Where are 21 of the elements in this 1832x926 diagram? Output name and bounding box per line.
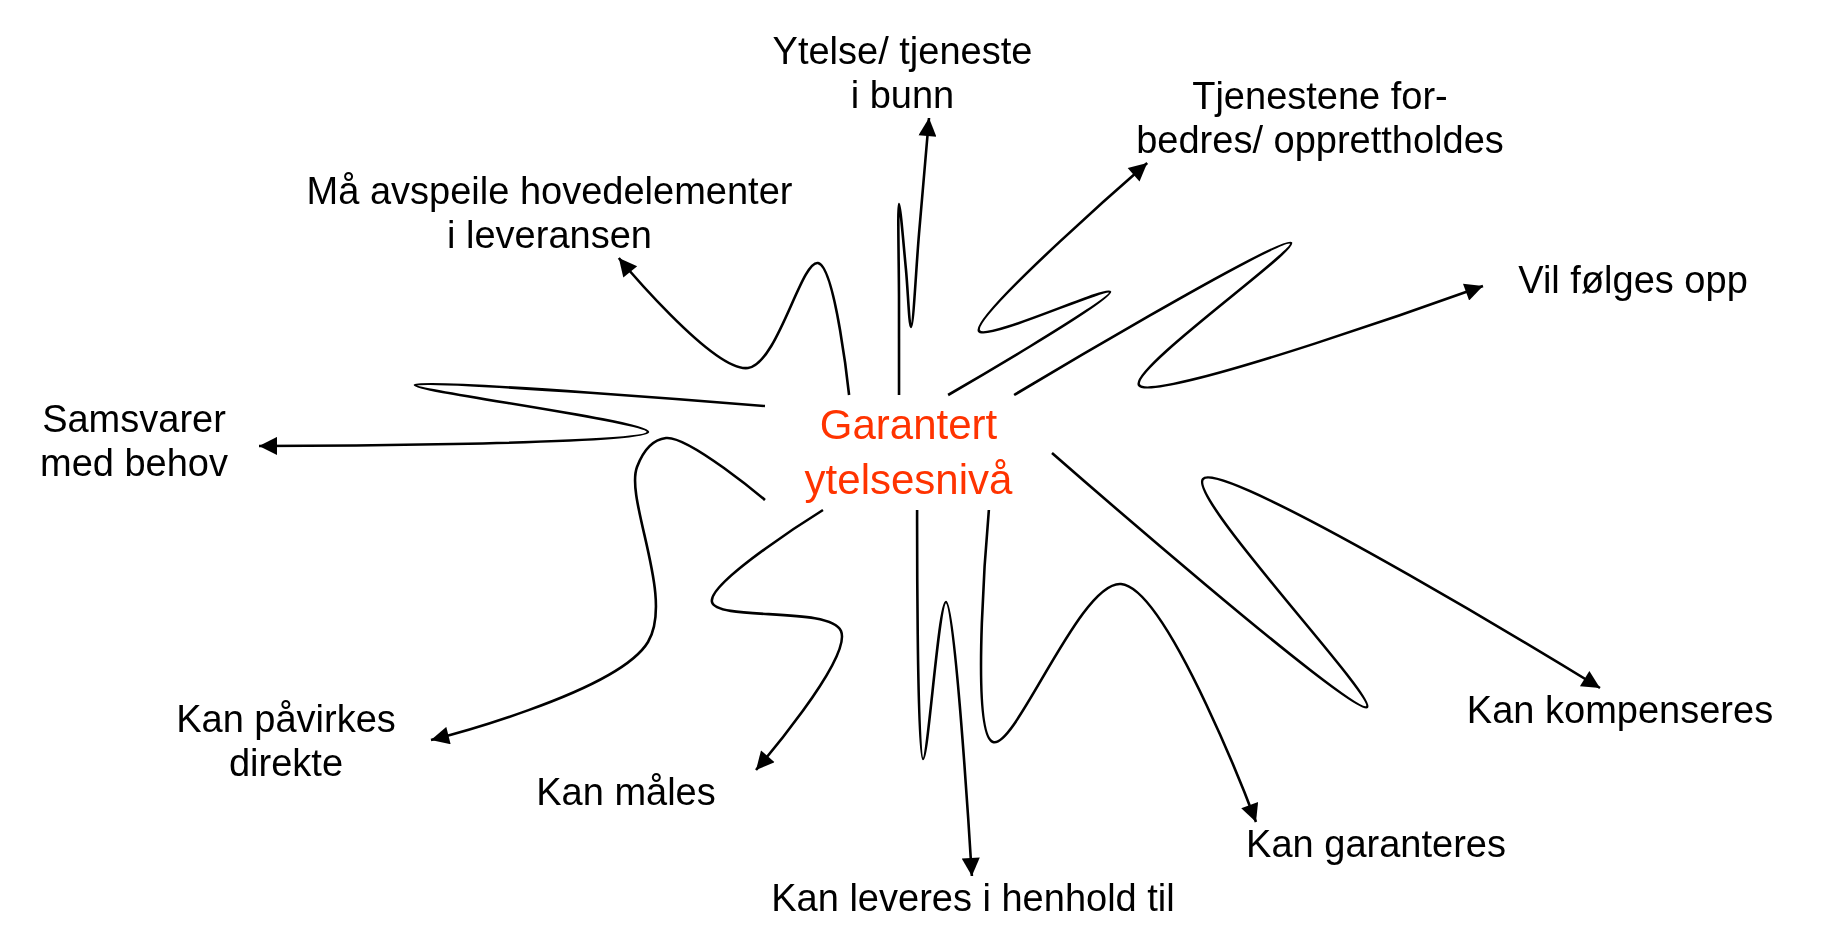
topic-label: Kan leveres i henhold til — [771, 877, 1175, 921]
topic-label: Kan kompenseres — [1466, 689, 1774, 733]
curved-arrow — [430, 436, 766, 745]
topic-label: Vil følges opp — [1518, 259, 1748, 303]
topic-label: Kan garanteres — [1246, 823, 1506, 867]
curved-arrow — [617, 257, 851, 396]
topic-label: Samsvarer med behov — [39, 398, 229, 486]
curved-arrow — [259, 382, 766, 455]
curved-arrow — [947, 162, 1149, 397]
topic-label: Tjenestene for- bedres/ opprettholdes — [1135, 75, 1505, 163]
curved-arrow — [979, 509, 1258, 823]
curved-arrow — [897, 117, 937, 395]
curved-arrow — [915, 510, 980, 877]
topic-label: Kan påvirkes direkte — [175, 698, 397, 786]
topic-label: Ytelse/ tjeneste i bunn — [771, 30, 1034, 118]
topic-label: Kan måles — [536, 771, 716, 815]
curved-arrow — [1051, 452, 1601, 709]
central-topic: Garantert ytelsesnivå — [803, 399, 1014, 505]
curved-arrow — [710, 508, 843, 771]
curved-arrow — [1013, 241, 1484, 397]
topic-label: Må avspeile hovedelementer i leveransen — [305, 170, 794, 258]
